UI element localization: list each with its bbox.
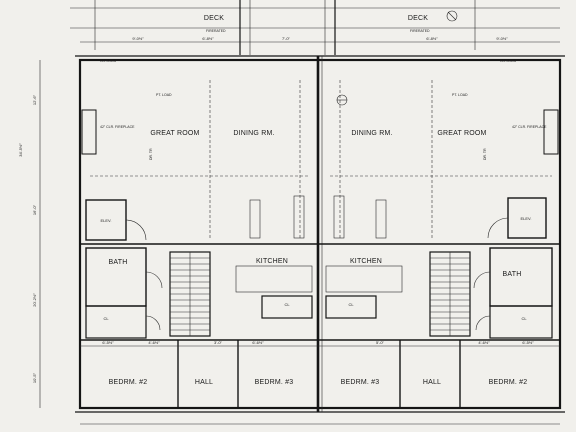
- note-pt-load-left: PT. LOAD: [156, 93, 172, 97]
- dim-top-left-2: 6'-8½": [202, 36, 214, 41]
- dim-left-5: 10'-5": [32, 372, 37, 383]
- dim-bottom-3: 3'-0": [214, 340, 223, 345]
- room-label-great-room-left: GREAT ROOM: [150, 130, 199, 137]
- dim-left-4: 20'-2½": [32, 293, 37, 307]
- room-label-hall-right: HALL: [423, 379, 441, 386]
- dim-left-1: 12'-6": [32, 94, 37, 105]
- room-label-deck-left: DECK: [204, 15, 224, 22]
- room-label-bedroom-3-right: BEDRM. #3: [341, 379, 380, 386]
- dim-bottom-4: 6'-6½": [252, 340, 264, 345]
- room-label-bedroom-3-left: BEDRM. #3: [255, 379, 294, 386]
- door-swings: [125, 217, 509, 331]
- note-pt-load-right: PT. LOAD: [452, 93, 468, 97]
- room-label-closet-kitchen-left: CL: [284, 302, 290, 307]
- dim-top-left-1: 9'-0½": [132, 36, 144, 41]
- room-label-bath-right: BATH: [503, 271, 522, 278]
- room-label-closet-right: CL: [521, 316, 527, 321]
- deck-area: [70, 0, 560, 55]
- fireplace-right: [543, 109, 559, 155]
- exterior-walls: [75, 55, 565, 413]
- dim-top-right-1: 6'-8½": [426, 36, 438, 41]
- room-label-bath-left: BATH: [109, 259, 128, 266]
- beam-lines: [90, 80, 552, 240]
- room-label-closet-left: CL: [103, 316, 109, 321]
- room-label-bedroom-2-left: BEDRM. #2: [109, 379, 148, 386]
- note-firerated-left: FIRERATED: [206, 29, 226, 33]
- note-fireplace-left: 42" CLR. FIREPLACE: [100, 125, 135, 129]
- room-label-dining-left: DINING RM.: [233, 130, 274, 137]
- dim-bottom-1: 6'-5½": [102, 340, 114, 345]
- note-shelf-right: R/L SHELF: [500, 59, 518, 63]
- dim-bottom-7: 6'-5½": [522, 340, 534, 345]
- room-label-dining-right: DINING RM.: [351, 130, 392, 137]
- compass-icon: [446, 10, 458, 22]
- room-label-elev-right: ELEV.: [521, 216, 532, 221]
- room-label-kitchen-left: KITCHEN: [256, 258, 288, 265]
- dim-top-mid: 7'-0": [282, 36, 291, 41]
- party-wall: [316, 56, 323, 412]
- note-dr-tr-left: DR. TR: [149, 148, 153, 160]
- note-dr-tr-right: DR. TR: [483, 148, 487, 160]
- stair-treads: [170, 252, 470, 336]
- dim-left-3: 16'-0": [32, 204, 37, 215]
- room-label-closet-kitchen-right: CL: [348, 302, 354, 307]
- room-label-great-room-right: GREAT ROOM: [437, 130, 486, 137]
- section-marker-icon: [336, 94, 348, 106]
- room-label-kitchen-right: KITCHEN: [350, 258, 382, 265]
- dim-bottom-2: 4'-6½": [148, 340, 160, 345]
- note-fireplace-right: 42" CLR. FIREPLACE: [512, 125, 547, 129]
- room-label-deck-right: DECK: [408, 15, 428, 22]
- room-label-bedroom-2-right: BEDRM. #2: [489, 379, 528, 386]
- dim-left-2: 34'-5½": [18, 143, 23, 157]
- note-shelf-left: R/L SHELF: [100, 59, 118, 63]
- room-label-elev-left: ELEV.: [101, 218, 112, 223]
- room-label-hall-left: HALL: [195, 379, 213, 386]
- note-firerated-right: FIRERATED: [410, 29, 430, 33]
- dim-top-right-2: 9'-0½": [496, 36, 508, 41]
- dim-bottom-5: 5'-0": [376, 340, 385, 345]
- dimension-lines: [39, 41, 560, 425]
- dim-bottom-6: 4'-6½": [478, 340, 490, 345]
- fireplace-left: [81, 109, 97, 155]
